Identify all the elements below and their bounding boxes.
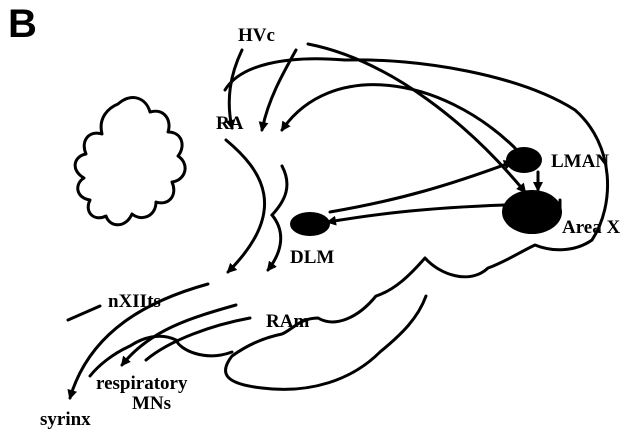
label-dlm: DLM <box>290 248 334 267</box>
label-nxiits: nXIIts <box>108 292 161 311</box>
cerebellum-outline <box>75 98 185 225</box>
label-respiratory: respiratory <box>96 374 187 393</box>
area-x-nucleus <box>502 190 562 234</box>
label-area-x: Area X <box>562 218 620 237</box>
label-mns: MNs <box>132 394 171 413</box>
lman-nucleus <box>506 147 542 173</box>
label-ram: RAm <box>266 312 309 331</box>
arrow-ra-to-nxiits <box>226 140 265 272</box>
label-ra: RA <box>216 114 243 133</box>
arrow-ra-to-ram <box>268 166 287 270</box>
label-hvc: HVc <box>238 26 275 45</box>
label-syrinx: syrinx <box>40 410 91 429</box>
label-lman: LMAN <box>551 152 609 171</box>
dlm-nucleus <box>290 212 330 236</box>
arrow-lman-to-ra <box>282 85 515 148</box>
brainstem-outline <box>90 336 232 376</box>
nxiits-tick <box>68 306 100 320</box>
panel-label: B <box>8 4 37 44</box>
